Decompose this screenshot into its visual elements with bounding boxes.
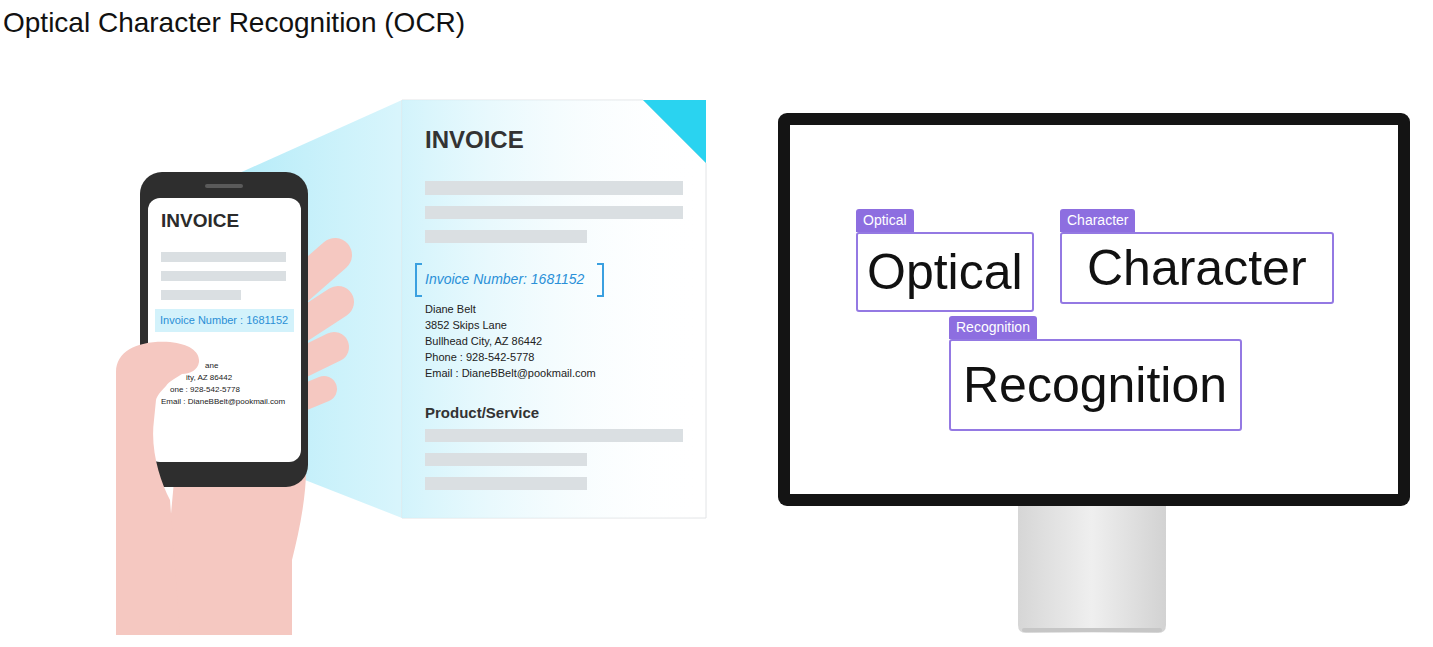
screen-text: one : 928-542-5778 <box>170 385 240 395</box>
text-placeholder-bar <box>161 290 241 300</box>
phone-screen: INVOICE ane ity, AZ 86442 one : 928-542-577… <box>148 198 301 462</box>
monitor-stand <box>1018 506 1166 633</box>
invoice-paper <box>402 100 706 518</box>
ocr-bounding-box: CharacterCharacter <box>1060 232 1334 304</box>
scan-tint <box>402 100 706 518</box>
highlighted-field: Invoice Number : 1681152 <box>155 309 294 332</box>
screen-text: ity, AZ 86442 <box>186 373 232 383</box>
recognized-field: Invoice Number: 1681152 <box>425 271 584 288</box>
phone-speaker <box>205 184 243 188</box>
recognized-word: Optical <box>867 242 1023 302</box>
selection-bracket <box>416 264 422 296</box>
text-placeholder-bar <box>425 230 587 243</box>
address-line: Diane Belt <box>425 303 476 316</box>
field-text: Invoice Number : 1681152 <box>160 314 288 327</box>
ocr-label-tag: Recognition <box>949 316 1037 339</box>
stand-base-edge <box>1022 628 1162 632</box>
ocr-label-tag: Optical <box>856 209 914 232</box>
ocr-label-tag: Character <box>1060 209 1135 232</box>
text-placeholder-bar <box>425 429 683 442</box>
invoice-document: INVOICE Invoice Number: 1681152Diane Belt… <box>402 100 706 518</box>
text-placeholder-bar <box>425 477 587 490</box>
selection-bracket <box>597 264 603 296</box>
phone-body <box>140 172 308 487</box>
address-line: Phone : 928-542-5778 <box>425 351 534 364</box>
monitor-screen <box>790 125 1398 494</box>
address-line: 3852 Skips Lane <box>425 319 507 332</box>
phone-screen-ground <box>148 198 301 462</box>
text-placeholder-bar <box>161 271 286 281</box>
page-title: Optical Character Recognition (OCR) <box>3 6 465 40</box>
screen-heading: INVOICE <box>161 210 239 233</box>
recognized-word: Recognition <box>963 355 1227 415</box>
recognized-word: Character <box>1087 238 1307 298</box>
document-heading: INVOICE <box>425 126 524 155</box>
text-placeholder-bar <box>161 252 286 262</box>
monitor-frame <box>778 113 1410 506</box>
text-placeholder-bar <box>425 181 683 195</box>
text-placeholder-bar <box>425 206 683 219</box>
folded-corner <box>643 100 706 163</box>
screen-text: Email : DianeBBelt@pookmail.com <box>161 397 285 407</box>
address-line: Email : DianeBBelt@pookmail.com <box>425 367 596 380</box>
ocr-bounding-box: OpticalOptical <box>856 232 1034 312</box>
address-line: Bullhead City, AZ 86442 <box>425 335 542 348</box>
text-placeholder-bar <box>425 453 587 466</box>
ocr-bounding-box: RecognitionRecognition <box>949 339 1242 431</box>
section-heading: Product/Service <box>425 404 539 422</box>
screen-text: ane <box>205 361 218 371</box>
